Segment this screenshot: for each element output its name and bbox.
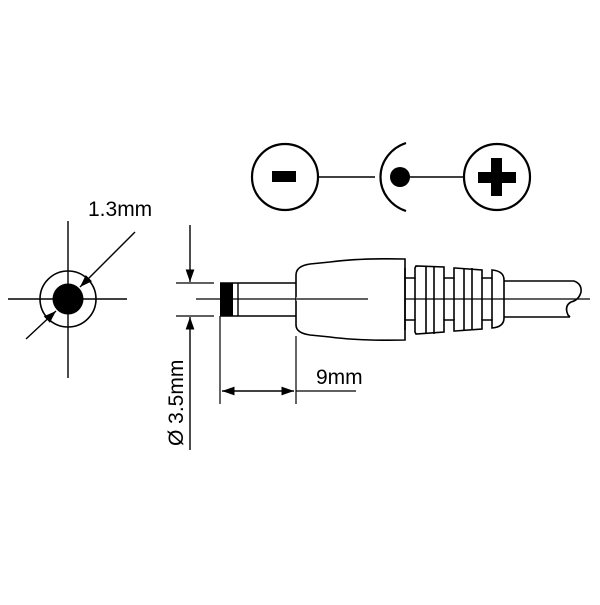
plug-end-view: 1.3mm: [8, 198, 152, 378]
cable: [504, 280, 582, 318]
pin-length-dimension: 9mm: [219, 316, 363, 404]
plug-side-view: Ø 3.5mm 9mm: [165, 225, 590, 450]
inner-diameter-leader-bottom: [25, 310, 57, 340]
outer-diameter-dimension: Ø 3.5mm: [165, 225, 214, 450]
tip-black-band: [220, 283, 233, 316]
minus-circle-icon: [250, 142, 320, 212]
plus-circle-icon: [462, 142, 532, 212]
inner-diameter-leader-top: [79, 231, 136, 288]
barrel-tip: [220, 282, 296, 317]
inner-diameter-label: 1.3mm: [88, 198, 152, 221]
strain-relief: [404, 265, 505, 335]
center-pin-hole: [52, 283, 84, 315]
polarity-symbol: - +: [250, 141, 532, 213]
outer-sleeve-circle: [39, 270, 97, 328]
pin-length-label: 9mm: [316, 366, 363, 389]
outer-diameter-label: Ø 3.5mm: [165, 360, 188, 446]
